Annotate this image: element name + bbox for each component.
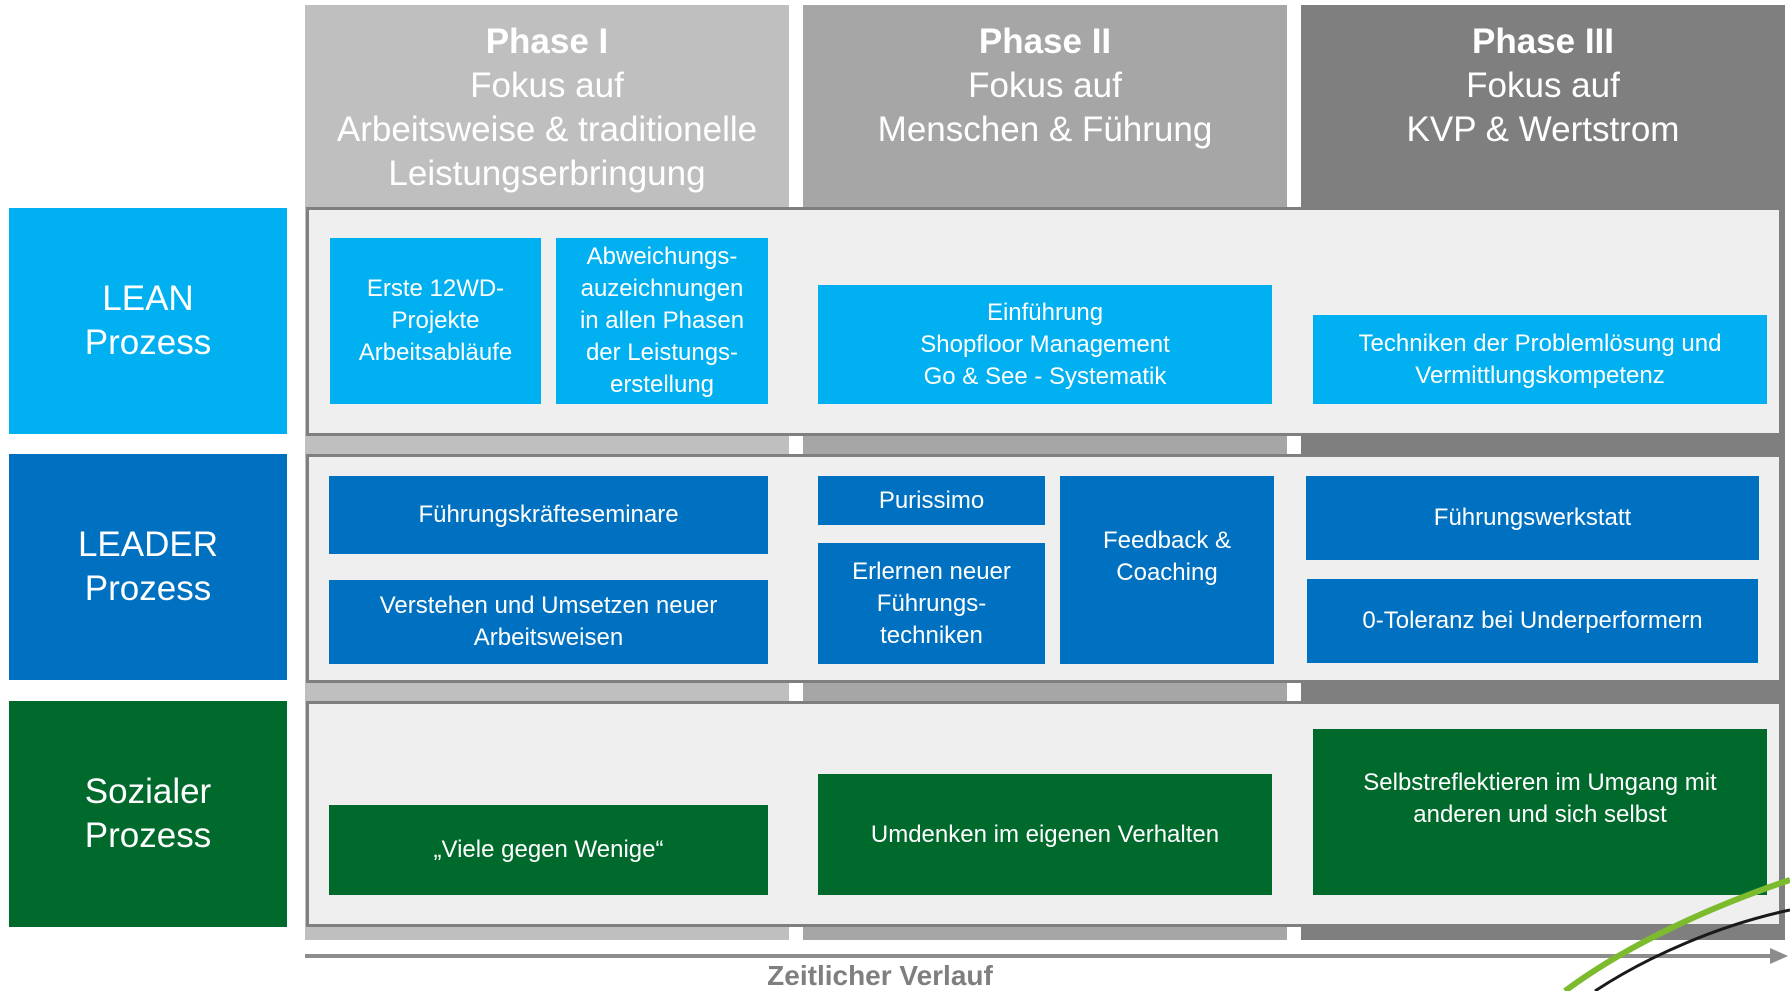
leader-label-line-2: Prozess (84, 569, 212, 608)
lean-label-line-1: LEAN (102, 279, 194, 318)
leader-box-null-toleranz: 0-Toleranz bei Underperformern (1307, 579, 1758, 663)
phase-3-line-1: Fokus auf (1466, 66, 1620, 105)
lean-box-erste-12wd-projekte: Erste 12WD- Projekte Arbeitsabläufe (330, 238, 541, 404)
phase-1-title: Phase I (485, 22, 609, 61)
phase-1-line-1: Fokus auf (470, 66, 624, 105)
phase-2-line-1: Fokus auf (968, 66, 1122, 105)
lean-label-line-2: Prozess (84, 323, 212, 362)
lean-box-shopfloor-management: Einführung Shopfloor Management Go & See… (818, 285, 1272, 404)
timeline-arrow (305, 948, 1788, 964)
lean-box-abweichungsaufzeichnungen: Abweichungs- auzeichnungen in allen Phas… (556, 238, 768, 404)
leader-box-verstehen-umsetzen: Verstehen und Umsetzen neuer Arbeitsweis… (329, 580, 768, 664)
leader-box-feedback-coaching: Feedback & Coaching (1060, 476, 1274, 664)
timeline-axis-label: Zeitlicher Verlauf (767, 960, 993, 991)
social-process-label: Sozialer Prozess (9, 701, 287, 927)
leader-label-line-1: LEADER (77, 525, 219, 564)
leader-process-label: LEADER Prozess (9, 454, 287, 680)
social-box-umdenken: Umdenken im eigenen Verhalten (818, 774, 1272, 895)
phase-1-line-2: Arbeitsweise & traditionelle (336, 110, 758, 149)
social-label-line-2: Prozess (84, 816, 212, 855)
phase-3-line-2: KVP & Wertstrom (1406, 110, 1680, 149)
social-box-viele-gegen-wenige: „Viele gegen Wenige“ (329, 805, 768, 895)
leader-box-erlernen-techniken: Erlernen neuer Führungs- techniken (818, 543, 1045, 664)
phase-3-title: Phase III (1471, 22, 1615, 61)
leader-box-fuehrungskraefteseminare: Führungskräfteseminare (329, 476, 768, 554)
lean-process-label: LEAN Prozess (9, 208, 287, 434)
leader-box-purissimo: Purissimo (818, 476, 1045, 525)
phase-2-title: Phase II (978, 22, 1112, 61)
leader-box-fuehrungswerkstatt: Führungswerkstatt (1306, 476, 1759, 560)
lean-box-problemloesung: Techniken der Problemlösung und Vermittl… (1313, 315, 1767, 404)
social-label-line-1: Sozialer (84, 772, 212, 811)
phase-2-line-2: Menschen & Führung (877, 110, 1213, 149)
social-box-selbstreflektieren: Selbstreflektieren im Umgang mit anderen… (1313, 729, 1767, 895)
decorative-swoosh-graphic (1563, 877, 1790, 991)
phase-1-line-3: Leistungserbringung (388, 154, 706, 193)
